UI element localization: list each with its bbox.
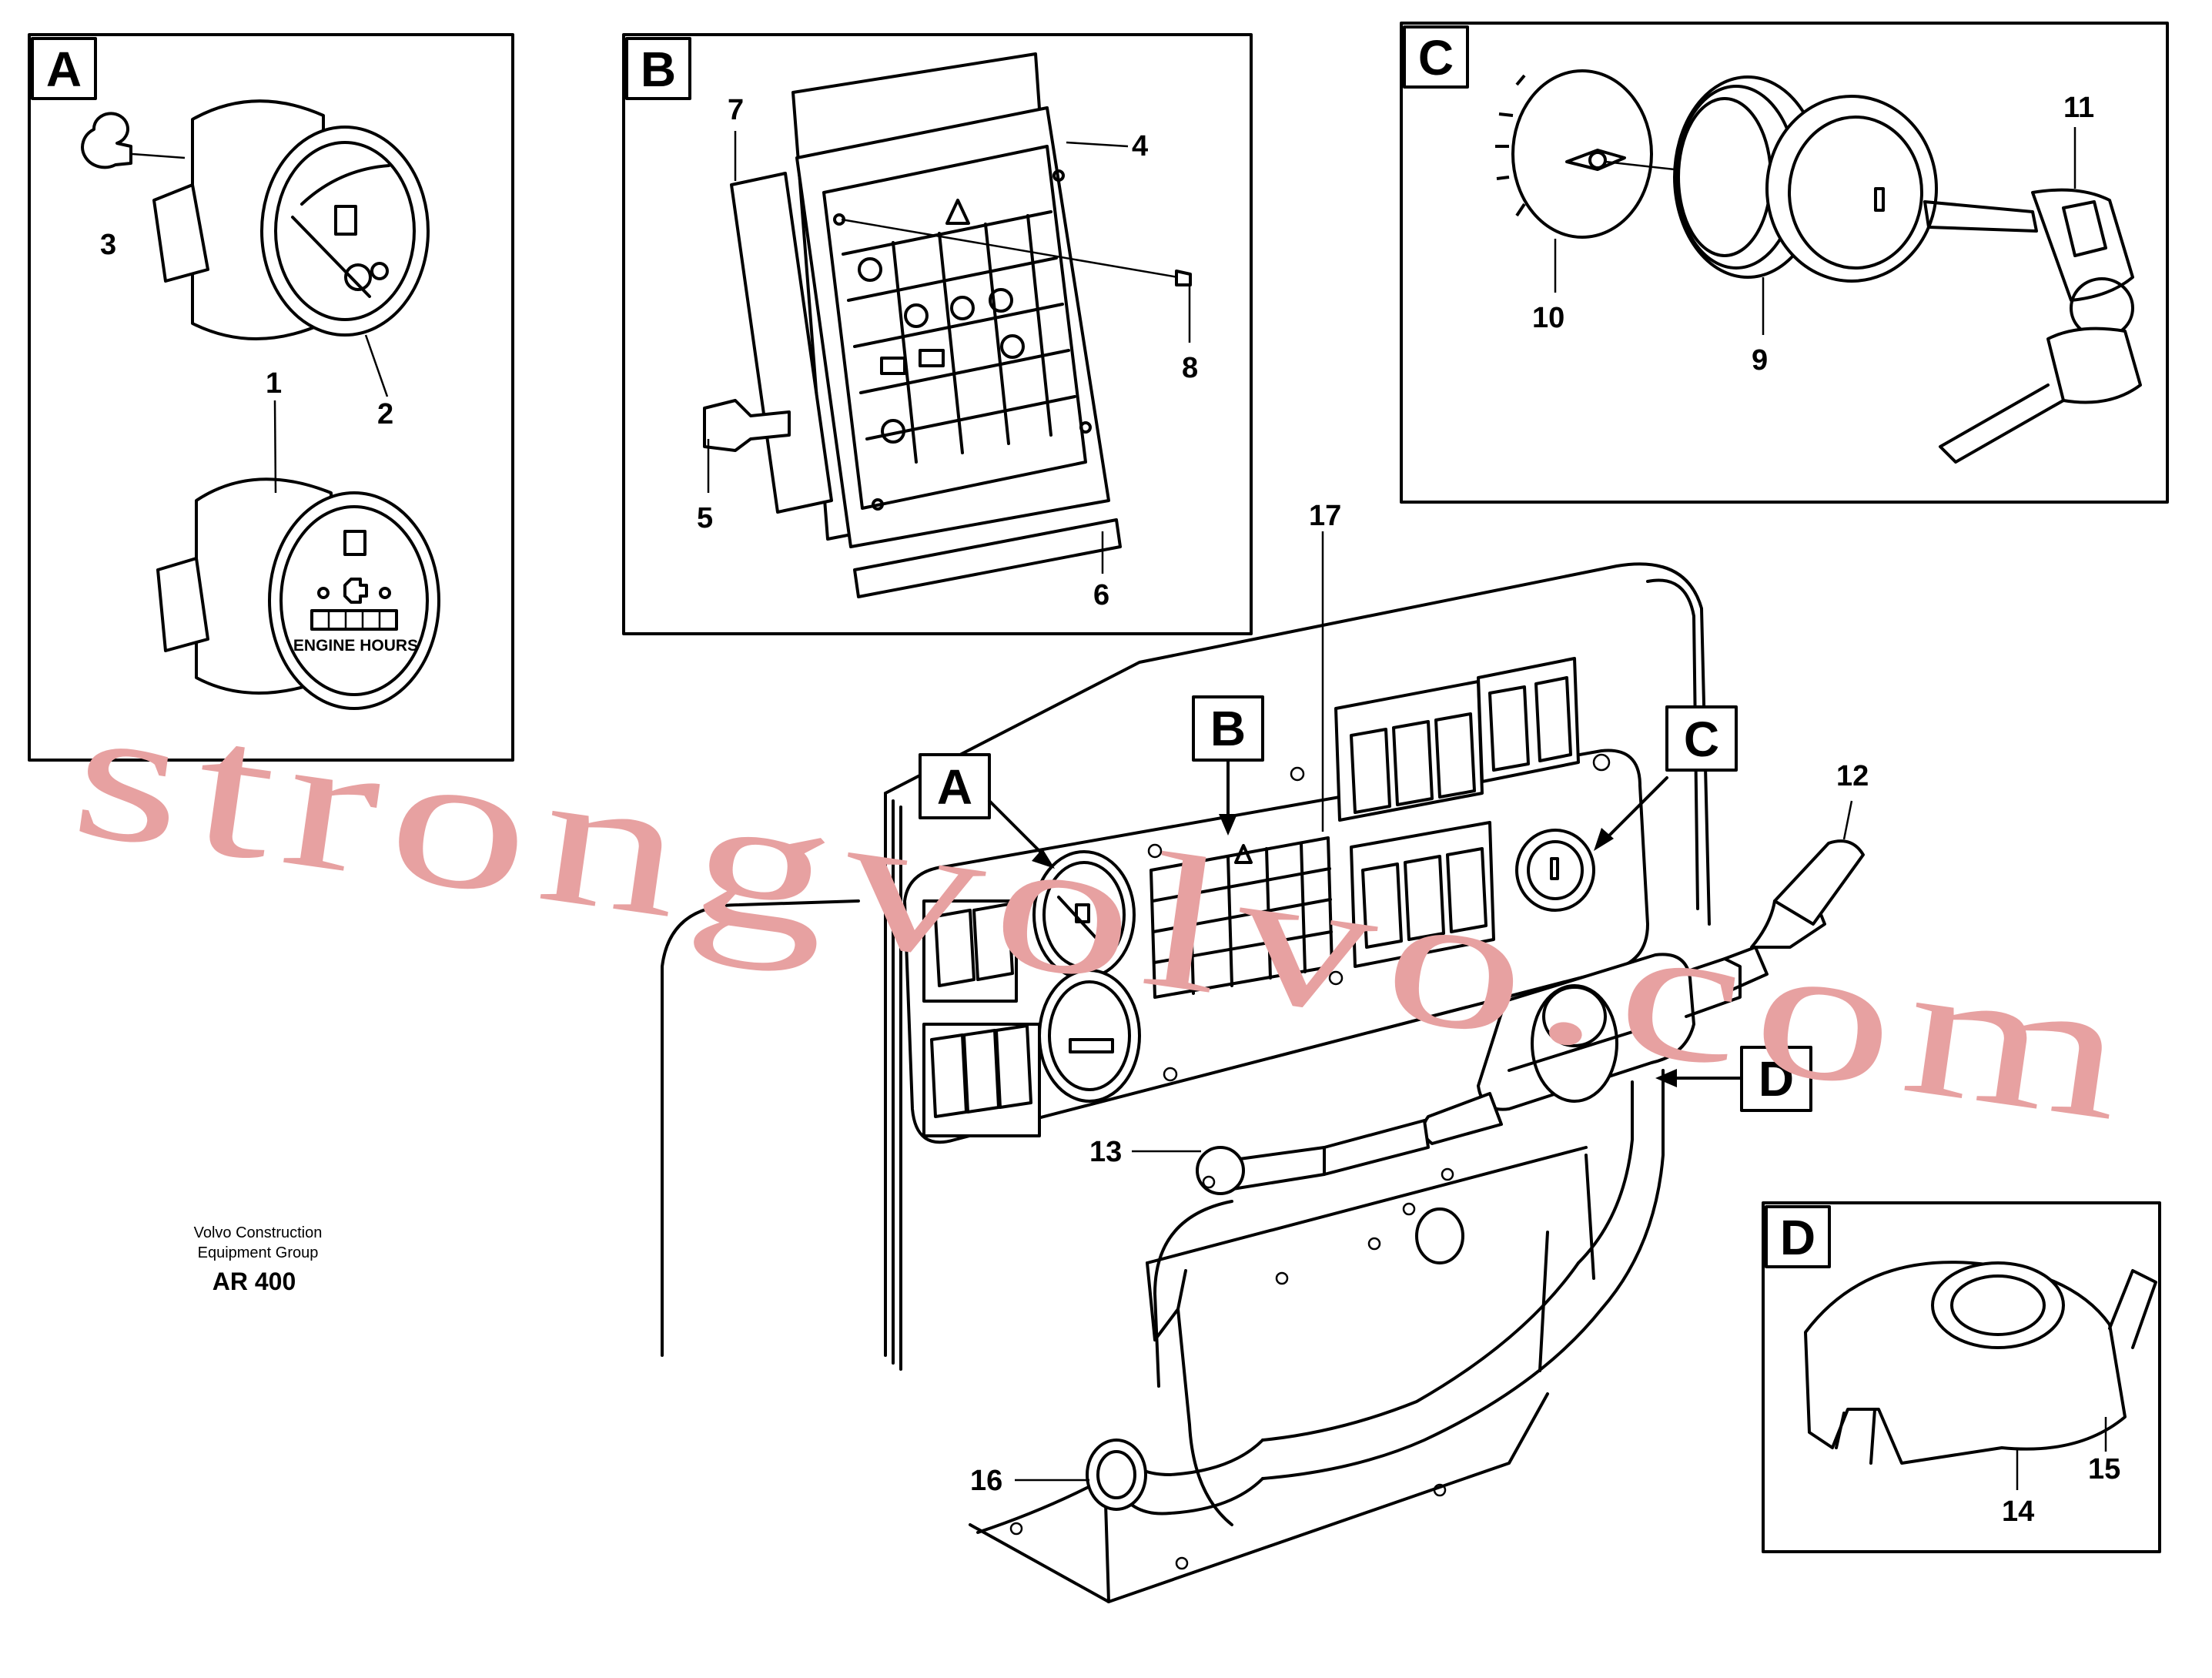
panel-b: B <box>622 33 1253 635</box>
part-number-7: 7 <box>728 94 744 126</box>
part-number-9: 9 <box>1752 344 1768 377</box>
part-number-5: 5 <box>697 502 713 534</box>
part-number-12: 12 <box>1836 760 1869 792</box>
part-number-4: 4 <box>1132 130 1148 162</box>
part-number-2: 2 <box>377 398 393 430</box>
engine-hours-label: ENGINE HOURS <box>293 637 418 655</box>
part-number-16: 16 <box>970 1465 1002 1497</box>
panel-d: D 14 15 <box>1762 1201 2161 1553</box>
part-number-10: 10 <box>1532 302 1564 334</box>
bulb-icon <box>81 112 186 169</box>
callout-d: D <box>1655 1046 1812 1112</box>
panel-d-letter: D <box>1780 1210 1815 1265</box>
part-number-15: 15 <box>2088 1453 2120 1485</box>
lamp-panel-exploded-icon <box>703 52 1192 598</box>
callout-b: B <box>1192 695 1264 836</box>
steering-column-lever <box>1196 839 1865 1311</box>
part-number-1: 1 <box>266 367 282 400</box>
panel-c: C 10 9 11 <box>1400 22 2169 504</box>
callout-c-letter: C <box>1684 712 1719 767</box>
rocker-switch-group-right <box>1334 657 1580 968</box>
gear-lever-boot-icon <box>1804 1261 2157 1465</box>
callout-b-letter: B <box>1210 701 1246 756</box>
callout-a-letter: A <box>937 759 972 815</box>
credit-block: Volvo Construction Equipment Group AR 40… <box>194 1224 323 1295</box>
cable-tube <box>1086 1261 1603 1516</box>
part-number-13: 13 <box>1089 1136 1122 1168</box>
callout-c: C <box>1594 705 1738 851</box>
part-number-3: 3 <box>100 229 116 261</box>
part-number-8: 8 <box>1182 352 1198 384</box>
fuel-gauge-icon <box>152 99 430 340</box>
credit-line-2: Equipment Group <box>198 1244 319 1261</box>
dashboard-assembly <box>661 562 1865 1603</box>
panel-a-letter: A <box>46 42 82 97</box>
hour-meter-icon: ENGINE HOURS <box>156 477 440 710</box>
panel-a: A <box>28 33 514 762</box>
callout-a: A <box>919 753 1055 869</box>
part-number-14: 14 <box>2002 1495 2034 1528</box>
callout-d-letter: D <box>1759 1051 1794 1107</box>
panel-b-letter: B <box>641 42 676 97</box>
credit-line-1: Volvo Construction <box>194 1224 323 1241</box>
credit-line-3: AR 400 <box>212 1268 296 1295</box>
rocker-switch-group-left <box>922 899 1041 1137</box>
part-number-17: 17 <box>1309 500 1341 532</box>
part-number-6: 6 <box>1093 579 1109 611</box>
panel-c-letter: C <box>1418 30 1454 85</box>
part-number-11: 11 <box>2063 92 2094 124</box>
ignition-switch-exploded-icon <box>1495 69 2142 464</box>
